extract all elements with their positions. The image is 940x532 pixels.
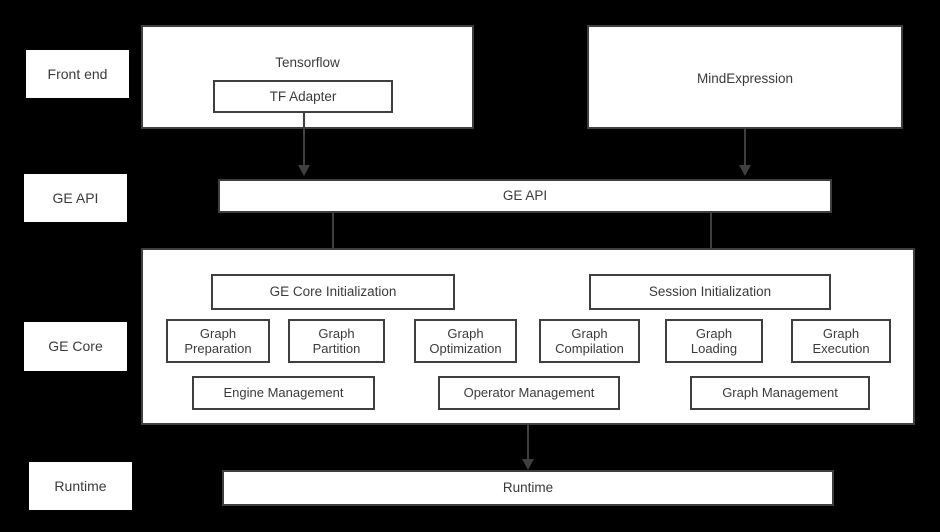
graph-optimization-label: Graph Optimization [429, 325, 502, 356]
graph-partition-label: Graph Partition [312, 325, 361, 356]
stage-label-ge-api: GE API [24, 174, 127, 222]
graph-loading-label: Graph Loading [690, 325, 738, 356]
ge-core-initialization-box[interactable]: GE Core Initialization [211, 274, 455, 310]
session-initialization-label: Session Initialization [648, 284, 772, 300]
tensorflow-container [141, 25, 474, 129]
ge-api-bar[interactable]: GE API [218, 179, 832, 213]
connector-line [744, 129, 746, 166]
stage-label-runtime-text: Runtime [54, 477, 107, 494]
arrowhead-icon [739, 165, 751, 176]
connector-line [710, 213, 712, 263]
graph-management-box[interactable]: Graph Management [690, 376, 870, 410]
arrowhead-icon [522, 459, 534, 470]
operator-management-box[interactable]: Operator Management [438, 376, 620, 410]
stage-label-ge-api-text: GE API [52, 189, 99, 206]
connector-line [527, 425, 529, 463]
graph-compilation-box[interactable]: Graph Compilation [539, 319, 640, 363]
arrowhead-icon [298, 165, 310, 176]
engine-management-label: Engine Management [223, 385, 344, 401]
stage-label-ge-core: GE Core [24, 322, 127, 371]
graph-execution-label: Graph Execution [812, 325, 870, 356]
engine-management-box[interactable]: Engine Management [192, 376, 375, 410]
stage-label-front-end: Front end [26, 50, 129, 98]
stage-label-ge-core-text: GE Core [48, 338, 103, 355]
runtime-bar-label: Runtime [502, 480, 554, 496]
tf-adapter-label: TF Adapter [269, 88, 337, 104]
graph-loading-box[interactable]: Graph Loading [665, 319, 763, 363]
connector-line [303, 113, 305, 166]
connector-line [332, 213, 334, 263]
graph-management-label: Graph Management [722, 385, 838, 401]
runtime-bar[interactable]: Runtime [222, 470, 834, 506]
operator-management-label: Operator Management [463, 385, 595, 401]
graph-preparation-box[interactable]: Graph Preparation [166, 319, 270, 363]
tf-adapter-box[interactable]: TF Adapter [213, 80, 393, 113]
mindexpression-title: MindExpression [696, 71, 794, 86]
graph-preparation-label: Graph Preparation [184, 325, 252, 356]
ge-core-initialization-label: GE Core Initialization [269, 284, 397, 300]
stage-label-runtime: Runtime [29, 462, 132, 510]
graph-execution-box[interactable]: Graph Execution [791, 319, 891, 363]
mindexpression-container [587, 25, 903, 129]
graph-partition-box[interactable]: Graph Partition [288, 319, 385, 363]
graph-compilation-label: Graph Compilation [555, 325, 624, 356]
stage-label-front-end-text: Front end [47, 65, 108, 82]
session-initialization-box[interactable]: Session Initialization [589, 274, 831, 310]
tensorflow-title: Tensorflow [275, 55, 340, 70]
graph-optimization-box[interactable]: Graph Optimization [414, 319, 517, 363]
ge-api-bar-label: GE API [502, 188, 548, 204]
